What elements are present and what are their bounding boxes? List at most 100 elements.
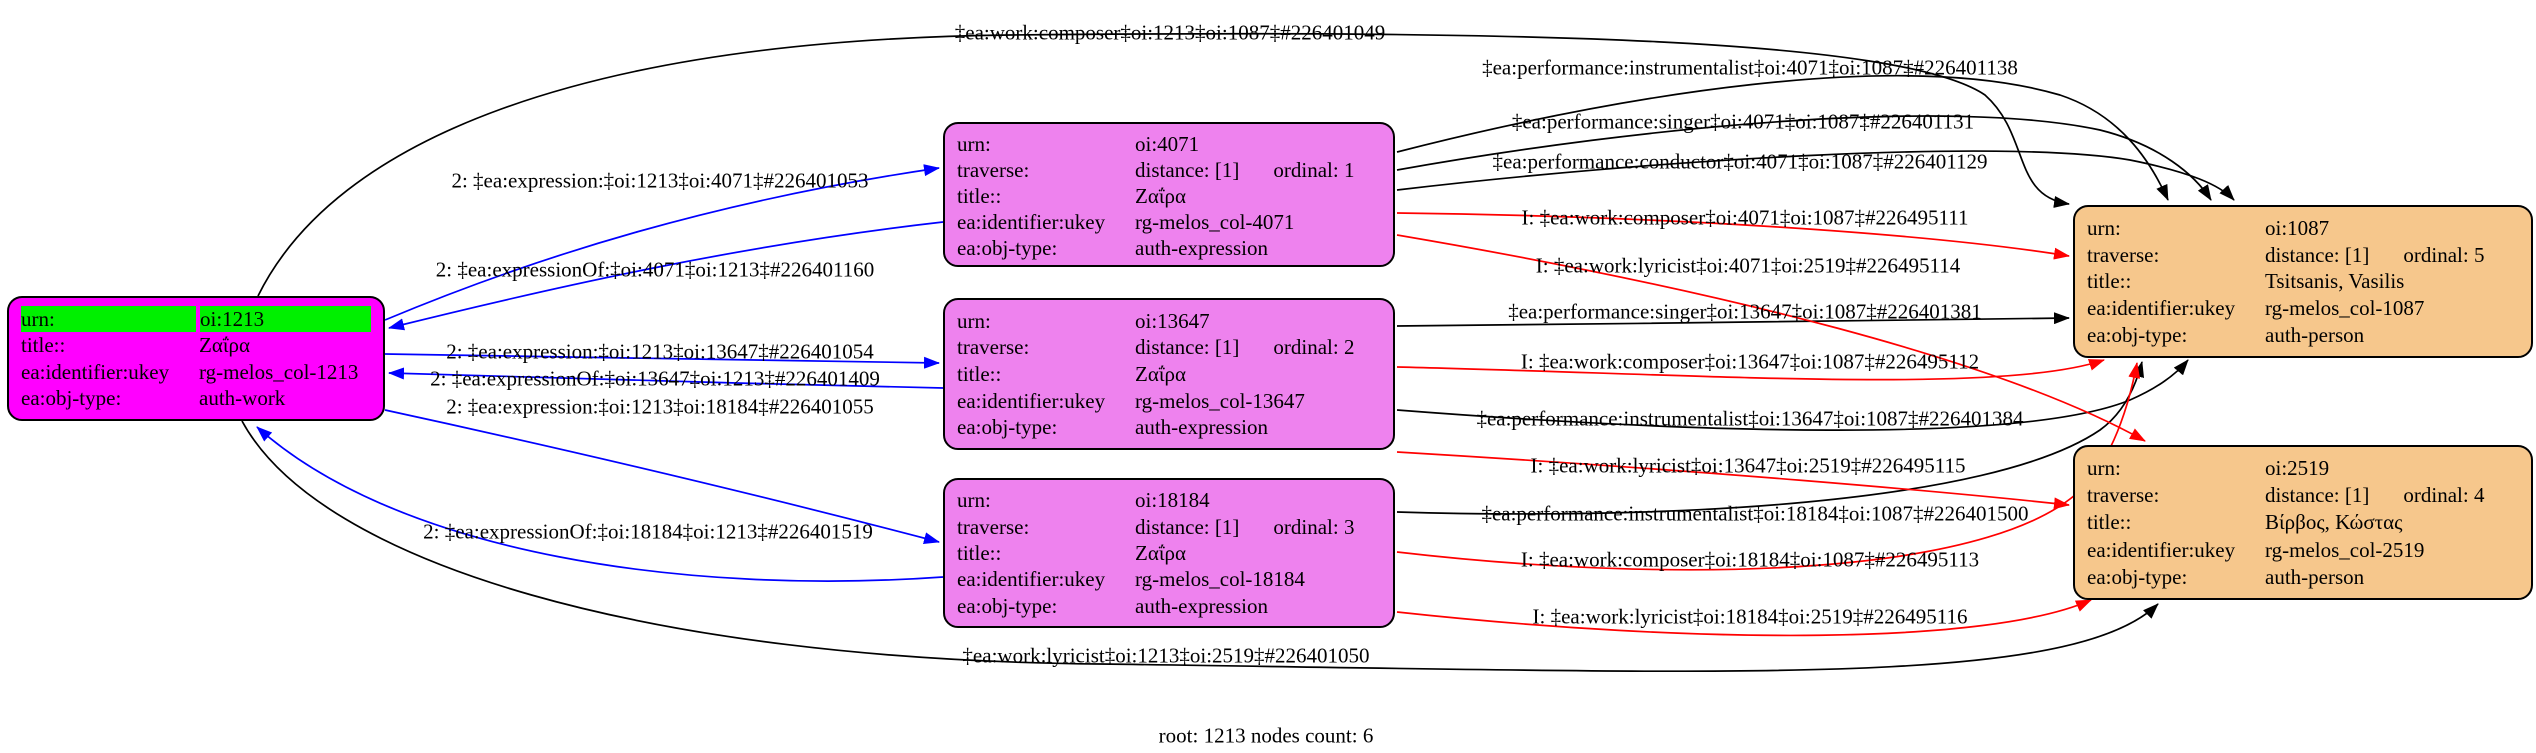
node-work-1213[interactable]: urn: oi:1213 title:: Ζαΐρα ea:identifier… bbox=[7, 296, 385, 421]
edge-performance-instrumentalist-18184-1087 bbox=[1396, 361, 2145, 515]
node-row-title: title:: Ζαΐρα bbox=[21, 332, 371, 358]
field-key: urn: bbox=[2087, 456, 2121, 481]
field-key: ea:identifier:ukey bbox=[957, 567, 1106, 592]
edge-label: ‡ea:performance:instrumentalist‡oi:13647… bbox=[1476, 406, 2024, 431]
node-row-title: title:: Βίρβος, Κώστας bbox=[2087, 509, 2519, 535]
node-row-title: title:: Tsitsanis, Vasilis bbox=[2087, 268, 2519, 294]
node-row-urn: urn: oi:4071 bbox=[957, 131, 1381, 157]
field-value: auth-expression bbox=[1135, 593, 1268, 618]
field-value: rg-melos_col-4071 bbox=[1135, 210, 1295, 234]
field-value: Βίρβος, Κώστας bbox=[2265, 510, 2403, 535]
field-key: ea:identifier:ukey bbox=[21, 359, 170, 384]
edge-work-composer-18184-1087 bbox=[1396, 362, 2141, 571]
node-row-urn: urn: oi:13647 bbox=[957, 308, 1381, 334]
field-key: urn: bbox=[957, 132, 991, 156]
field-key: ea:obj-type: bbox=[957, 415, 1058, 440]
field-key: ea:identifier:ukey bbox=[2087, 537, 2236, 562]
edge-label: ‡ea:performance:conductor‡oi:4071‡oi:108… bbox=[1492, 149, 1988, 174]
edge-label: ‡ea:work:composer‡oi:1213‡oi:1087‡#22640… bbox=[954, 20, 1386, 45]
edge-label: ‡ea:work:lyricist‡oi:1213‡oi:2519‡#22640… bbox=[962, 643, 1370, 668]
field-key: ea:identifier:ukey bbox=[2087, 296, 2236, 321]
node-row-ukey: ea:identifier:ukey rg-melos_col-13647 bbox=[957, 388, 1381, 414]
edge-label: ‡ea:performance:singer‡oi:4071‡oi:1087‡#… bbox=[1511, 109, 1975, 134]
node-row-traverse: traverse: distance: [1] ordinal: 1 bbox=[957, 157, 1381, 183]
edge-expression-1213-4071 bbox=[384, 164, 940, 321]
node-row-ukey: ea:identifier:ukey rg-melos_col-18184 bbox=[957, 566, 1381, 592]
edge-expressionOf-4071-1213 bbox=[388, 221, 944, 331]
edge-expressionOf-18184-1213 bbox=[256, 426, 944, 582]
edge-label: 2: ‡ea:expressionOf:‡oi:18184‡oi:1213‡#2… bbox=[423, 519, 873, 544]
field-value: distance: [1] bbox=[2265, 483, 2370, 508]
field-value: Ζαΐρα bbox=[1135, 184, 1186, 208]
node-row-traverse: traverse: distance: [1] ordinal: 3 bbox=[957, 514, 1381, 540]
node-expression-13647[interactable]: urn: oi:13647 traverse: distance: [1] or… bbox=[943, 298, 1395, 450]
edge-work-composer-4071-1087 bbox=[1396, 212, 2070, 260]
node-expression-4071[interactable]: urn: oi:4071 traverse: distance: [1] ord… bbox=[943, 122, 1395, 267]
node-person-1087[interactable]: urn: oi:1087 traverse: distance: [1] ord… bbox=[2073, 205, 2533, 358]
node-row-urn: urn: oi:1213 bbox=[21, 305, 371, 332]
edge-performance-instrumentalist-4071-1087 bbox=[1396, 74, 2169, 201]
field-value: oi:2519 bbox=[2265, 456, 2330, 481]
field-key: ea:obj-type: bbox=[2087, 323, 2188, 348]
edge-work-composer-1213-1087 bbox=[257, 32, 2070, 297]
field-value: Ζαΐρα bbox=[199, 333, 250, 358]
field-value: distance: [1] bbox=[1135, 335, 1240, 360]
node-row-ukey: ea:identifier:ukey rg-melos_col-1213 bbox=[21, 359, 371, 385]
field-value: distance: [1] bbox=[2265, 242, 2370, 267]
field-key: title:: bbox=[957, 184, 1002, 208]
field-value: auth-expression bbox=[1135, 236, 1268, 260]
node-row-urn: urn: oi:1087 bbox=[2087, 215, 2519, 241]
edge-performance-instrumentalist-13647-1087 bbox=[1396, 359, 2189, 431]
field-key: ea:obj-type: bbox=[21, 386, 122, 411]
field-value: auth-person bbox=[2265, 323, 2365, 348]
edge-label: ‡ea:performance:instrumentalist‡oi:18184… bbox=[1481, 501, 2029, 526]
field-key: title:: bbox=[21, 333, 66, 358]
field-value: Ζαΐρα bbox=[1135, 540, 1186, 565]
edge-performance-singer-13647-1087 bbox=[1396, 312, 2070, 327]
field-value: rg-melos_col-18184 bbox=[1135, 567, 1305, 592]
edge-label: 2: ‡ea:expressionOf:‡oi:13647‡oi:1213‡#2… bbox=[430, 366, 880, 391]
field-value: rg-melos_col-1087 bbox=[2265, 296, 2425, 321]
field-value: ordinal: 1 bbox=[1273, 158, 1355, 182]
field-value: auth-work bbox=[199, 386, 286, 411]
field-value: oi:13647 bbox=[1135, 308, 1210, 333]
field-key: traverse: bbox=[957, 335, 1030, 360]
edge-label: I: ‡ea:work:composer‡oi:13647‡oi:1087‡#2… bbox=[1520, 349, 1980, 374]
field-value: rg-melos_col-2519 bbox=[2265, 537, 2425, 562]
edge-label: I: ‡ea:work:composer‡oi:18184‡oi:1087‡#2… bbox=[1520, 547, 1980, 572]
field-key: urn: bbox=[2087, 215, 2121, 240]
field-key: urn: bbox=[21, 305, 196, 332]
edge-work-lyricist-18184-2519 bbox=[1396, 599, 2092, 637]
node-row-traverse: traverse: distance: [1] ordinal: 2 bbox=[957, 334, 1381, 360]
edge-label: 2: ‡ea:expression:‡oi:1213‡oi:18184‡#226… bbox=[446, 394, 874, 419]
field-key: ea:obj-type: bbox=[957, 236, 1058, 260]
field-value: Tsitsanis, Vasilis bbox=[2265, 269, 2405, 294]
edge-label: 2: ‡ea:expressionOf:‡oi:4071‡oi:1213‡#22… bbox=[435, 257, 875, 282]
node-row-title: title:: Ζαΐρα bbox=[957, 540, 1381, 566]
field-value: oi:1087 bbox=[2265, 215, 2330, 240]
field-value: rg-melos_col-13647 bbox=[1135, 388, 1305, 413]
field-value: auth-expression bbox=[1135, 415, 1268, 440]
field-key: title:: bbox=[2087, 269, 2132, 294]
edge-expressionOf-13647-1213 bbox=[388, 367, 944, 389]
edge-work-lyricist-4071-2519 bbox=[1396, 234, 2146, 442]
edge-work-lyricist-13647-2519 bbox=[1396, 451, 2070, 510]
field-key: ea:obj-type: bbox=[957, 593, 1058, 618]
edge-work-lyricist-1213-2519 bbox=[241, 420, 2159, 673]
node-row-title: title:: Ζαΐρα bbox=[957, 183, 1381, 209]
field-key: ea:identifier:ukey bbox=[957, 210, 1106, 234]
node-row-ukey: ea:identifier:ukey rg-melos_col-1087 bbox=[2087, 295, 2519, 321]
field-key: traverse: bbox=[957, 158, 1030, 182]
field-key: urn: bbox=[957, 488, 991, 513]
field-value: ordinal: 4 bbox=[2403, 483, 2485, 508]
field-value: ordinal: 5 bbox=[2403, 242, 2485, 267]
node-row-objtype: ea:obj-type: auth-expression bbox=[957, 593, 1381, 619]
node-expression-18184[interactable]: urn: oi:18184 traverse: distance: [1] or… bbox=[943, 478, 1395, 628]
edge-label: I: ‡ea:work:lyricist‡oi:4071‡oi:2519‡#22… bbox=[1535, 253, 1961, 278]
node-row-objtype: ea:obj-type: auth-expression bbox=[957, 235, 1381, 261]
node-person-2519[interactable]: urn: oi:2519 traverse: distance: [1] ord… bbox=[2073, 445, 2533, 600]
node-row-urn: urn: oi:2519 bbox=[2087, 455, 2519, 481]
field-value: oi:1213 bbox=[200, 305, 371, 332]
field-value: oi:4071 bbox=[1135, 132, 1200, 156]
